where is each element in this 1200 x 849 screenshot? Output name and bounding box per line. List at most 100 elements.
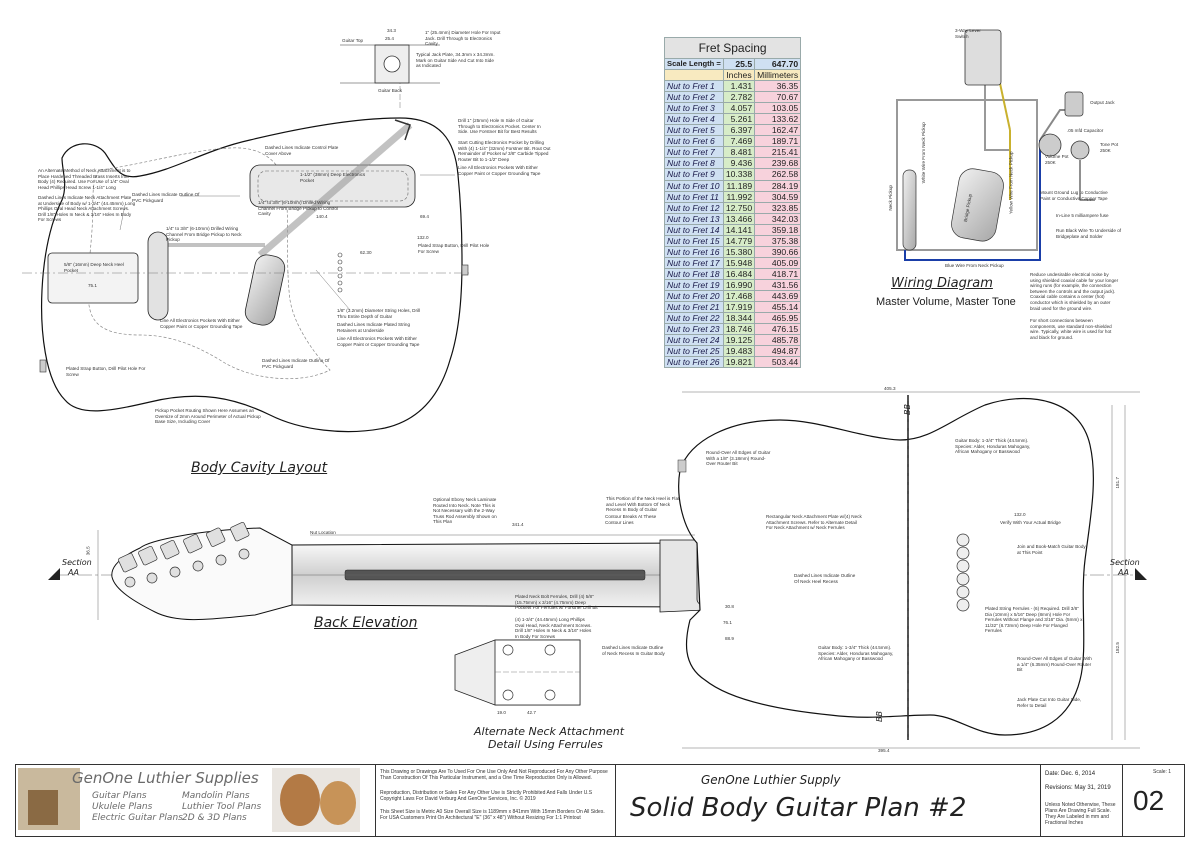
dim-182-5: 182.5	[1114, 642, 1120, 654]
fret-mm: 476.15	[754, 323, 802, 336]
pickguard-outline	[87, 147, 331, 380]
fret-label: Nut to Fret 15	[664, 234, 724, 247]
scale-length-mm: 647.70	[754, 57, 802, 71]
wiring-output: Output Jack	[1090, 100, 1115, 105]
note-neck-heel: 5/8" (16mm) Deep Neck Heel Pocket	[64, 262, 124, 273]
back-elevation-title: Back Elevation	[314, 615, 418, 631]
fret-mm: 284.19	[754, 179, 802, 192]
note-guitar-body: Guitar Body: 1-3/4" Thick (44.5mm). Spec…	[955, 438, 1031, 455]
fret-inches: 19.125	[722, 334, 756, 347]
fret-mm: 239.68	[754, 157, 802, 170]
dim-405-3: 405.3	[884, 386, 896, 391]
fret-inches: 15.948	[722, 256, 756, 269]
fret-inches: 14.141	[722, 223, 756, 236]
fret-mm: 455.14	[754, 301, 802, 314]
dim-jack-b: 25.4	[385, 36, 394, 41]
tb-title-cell: GenOne Luthier Supply Solid Body Guitar …	[616, 765, 1041, 836]
wiring-tone: Tone Pot 250K	[1100, 142, 1119, 153]
wiring-diagram	[896, 29, 1095, 261]
link-2d3d-plans[interactable]: 2D & 3D Plans	[182, 813, 247, 823]
fret-mm: 503.44	[754, 356, 802, 369]
fret-mm: 390.66	[754, 245, 802, 258]
wiring-volume: Volume Pot 250K	[1045, 154, 1069, 165]
fret-mm: 405.09	[754, 256, 802, 269]
fret-inches: 19.483	[722, 345, 756, 358]
bridge-pickup-pocket	[244, 254, 286, 326]
tuners	[118, 522, 250, 588]
note-jack-plate-cut: Jack Plate Cut Into Guitar Side, Refer t…	[1017, 697, 1082, 708]
body-cavity-title: Body Cavity Layout	[191, 460, 328, 476]
fret-mm: 359.18	[754, 223, 802, 236]
tb-sheet-cell: Scale: 1 02	[1123, 765, 1184, 836]
note-phillips: (4) 1-3/4" (44.45mm) Long Phillips Oval …	[515, 617, 592, 639]
note-start-cutting: Start Cutting Electronics Pocket by Dril…	[458, 140, 551, 162]
fret-inches: 12.750	[722, 201, 756, 214]
wiring-fuse: In-Line 5 milliampere fuse	[1056, 213, 1109, 218]
fret-label: Nut to Fret 25	[664, 345, 724, 358]
link-mandolin-plans[interactable]: Mandolin Plans	[182, 791, 250, 801]
note-neck-heel-flat: This Portion of the Neck Heel is Flat an…	[606, 496, 680, 513]
dim-62-3: 62.30	[360, 250, 372, 255]
note-guitar-body-2: Guitar Body: 1-3/4" Thick (44.5mm). Spec…	[818, 645, 894, 662]
plan-title: Solid Body Guitar Plan #2	[630, 793, 967, 823]
dim-132-b: 132.0	[1014, 512, 1026, 517]
note-dashed-neckplate: Dashed Lines Indicate Neck Attachment Pl…	[38, 195, 136, 223]
note-dashed-cover: Dashed Lines Indicate Control Plate Cove…	[265, 145, 339, 156]
wiring-switch: 3-Way Lever Switch	[955, 28, 981, 39]
title-block: GenOne Luthier Supplies Guitar Plans Uku…	[15, 764, 1185, 837]
link-tool-plans[interactable]: Luthier Tool Plans	[182, 802, 262, 812]
link-guitar-plans[interactable]: Guitar Plans	[92, 791, 147, 801]
note-verify-width: Verify With Your Actual Bridge	[1000, 520, 1061, 525]
body-cavity-outline	[41, 117, 463, 433]
scale-label: Scale: 1	[1153, 769, 1172, 775]
fret-inches: 2.782	[722, 91, 756, 104]
note-ferrules: Plated String Ferrules - (6) Required. D…	[985, 606, 1083, 634]
string-holes	[337, 252, 343, 293]
fret-label: Nut to Fret 8	[664, 157, 724, 170]
fret-label: Nut to Fret 20	[664, 289, 724, 303]
section-left-aa: AA	[68, 568, 79, 577]
note-retainers: Dashed Lines Indicate Plated String Reta…	[337, 322, 411, 333]
wiring-yellow-wire: Yellow Wire From Neck Pickup	[1008, 151, 1014, 215]
note-neck-ferrules: Plated Neck Bolt Ferrules, Drill (4) 5/8…	[515, 594, 598, 611]
fret-label: Nut to Fret 22	[664, 312, 724, 325]
alt-neck-title-1: Alternate Neck Attachment	[474, 725, 625, 738]
fret-label: Nut to Fret 5	[664, 124, 724, 137]
fret-inches: 16.990	[722, 278, 756, 291]
fret-label: Nut to Fret 19	[664, 278, 724, 291]
link-ukulele-plans[interactable]: Ukulele Plans	[92, 802, 153, 812]
fret-inches: 10.338	[722, 168, 756, 181]
fret-inches: 19.821	[722, 356, 756, 369]
section-bb-bottom: BB	[874, 711, 884, 722]
fret-inches: 18.344	[722, 312, 756, 325]
note-routing: Pickup Pocket Routing Shown Here Assumes…	[155, 408, 261, 425]
fret-label: Nut to Fret 4	[664, 113, 724, 126]
fret-inches: 18.746	[722, 323, 756, 336]
fret-label: Nut to Fret 13	[664, 212, 724, 225]
dim-jack-a: 34.3	[387, 28, 396, 33]
tb-logo-cell: GenOne Luthier Supplies Guitar Plans Uku…	[16, 765, 376, 836]
fret-label: Nut to Fret 18	[664, 267, 724, 280]
fret-mm: 103.05	[754, 102, 802, 115]
dim-132: 132.0	[417, 235, 429, 240]
fret-mm: 215.41	[754, 146, 802, 159]
section-left-label: Section	[62, 558, 92, 567]
back-body-outline	[678, 397, 1094, 736]
control-cavity	[249, 164, 416, 208]
fret-mm: 443.69	[754, 289, 802, 303]
link-electric-plans[interactable]: Electric Guitar Plans	[92, 813, 183, 823]
fret-spacing-table: Fret Spacing Scale Length = 25.5 647.70 …	[663, 37, 802, 369]
fret-inches: 11.992	[722, 190, 756, 203]
